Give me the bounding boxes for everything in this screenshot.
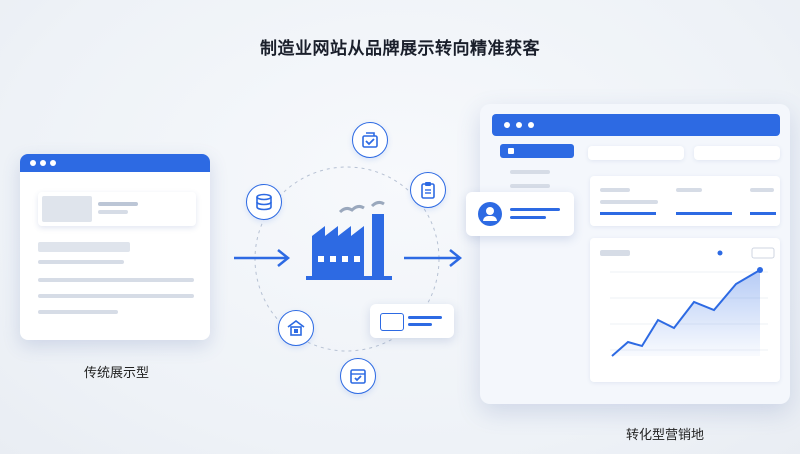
factory-icon [306,200,392,280]
window-dot [30,160,36,166]
conversion-website-window [480,104,790,404]
message-icon [380,313,404,331]
window-dot [50,160,56,166]
message-bubble [370,304,454,338]
database-icon [246,184,282,220]
text-line [38,278,194,282]
growth-chart-panel [590,238,780,382]
window-dot [504,122,510,128]
window-dot [40,160,46,166]
text-line [38,260,124,264]
content-block [38,242,130,252]
right-caption: 转化型营销地 [626,428,705,443]
left-caption: 传统展示型 [84,366,150,381]
inbox-check-icon [352,122,388,158]
window-titlebar [492,114,780,136]
window-titlebar [20,154,210,172]
calendar-check-icon [340,358,376,394]
text-line [38,294,194,298]
text-line [38,310,118,314]
lead-capture-bubble [466,192,574,236]
window-dot [528,122,534,128]
page-title: 制造业网站从品牌展示转向精准获客 [260,39,540,59]
window-dot [516,122,522,128]
nav-active [500,144,574,158]
clipboard-icon [410,172,446,208]
user-icon [478,202,502,226]
traditional-website-window [20,154,210,340]
stats-row [590,176,780,226]
banner-card [38,192,196,226]
house-box-icon [278,310,314,346]
growth-line-chart [610,247,775,357]
